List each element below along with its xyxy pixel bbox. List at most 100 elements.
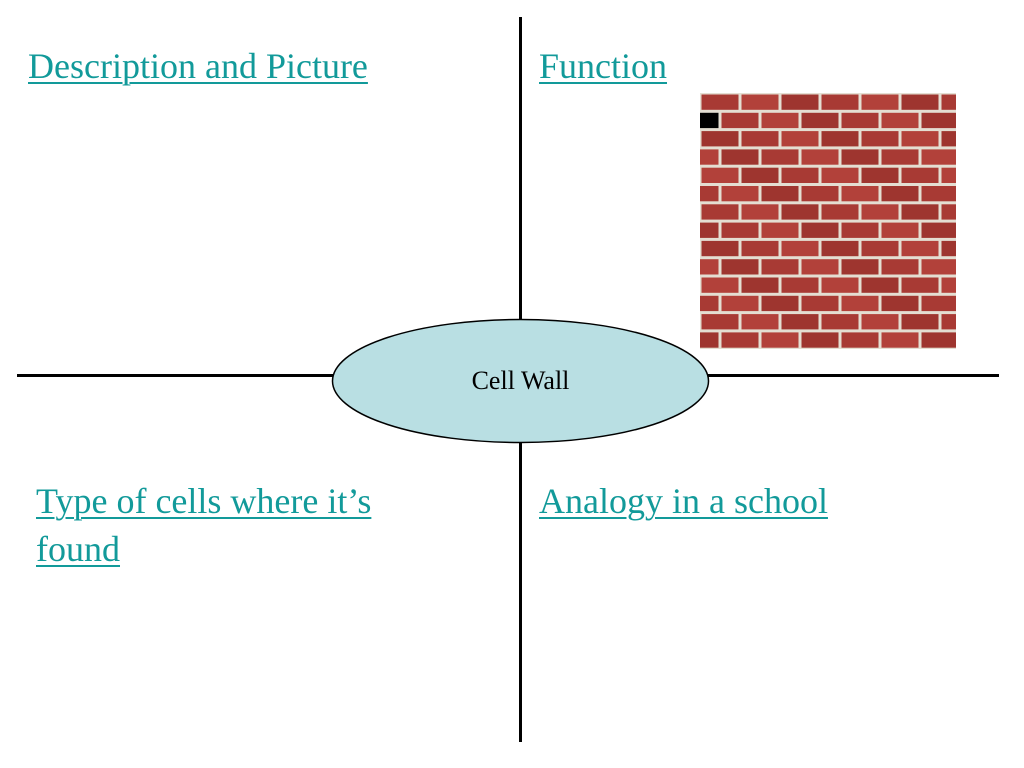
brick — [922, 186, 957, 201]
heading-analogy-in-a-school: Analogy in a school — [539, 477, 828, 525]
brick — [700, 149, 719, 164]
brick — [922, 149, 957, 164]
brick — [862, 131, 899, 146]
brick — [882, 113, 919, 128]
brick — [782, 241, 819, 256]
brick — [742, 204, 779, 219]
brick — [762, 259, 799, 274]
brick — [702, 241, 739, 256]
brick — [902, 168, 939, 183]
brick — [802, 296, 839, 311]
brick — [822, 95, 859, 110]
brick — [862, 278, 899, 293]
brick — [722, 186, 759, 201]
brick — [700, 259, 719, 274]
brick — [782, 131, 819, 146]
brick — [922, 296, 957, 311]
brick — [822, 278, 859, 293]
brick — [802, 186, 839, 201]
brick — [700, 223, 719, 238]
brick — [862, 95, 899, 110]
brick — [882, 149, 919, 164]
brick — [700, 113, 719, 128]
brick — [702, 278, 739, 293]
brick — [702, 204, 739, 219]
brick — [762, 223, 799, 238]
brick — [782, 95, 819, 110]
brick — [702, 131, 739, 146]
brick — [902, 278, 939, 293]
brick — [922, 223, 957, 238]
brick — [942, 131, 957, 146]
brick — [722, 296, 759, 311]
brick — [842, 259, 879, 274]
brick — [782, 204, 819, 219]
brick — [802, 149, 839, 164]
brick — [842, 149, 879, 164]
brick — [862, 241, 899, 256]
brick — [742, 168, 779, 183]
brick — [802, 113, 839, 128]
brick — [722, 332, 759, 347]
brick — [742, 314, 779, 329]
brick — [722, 113, 759, 128]
brick — [882, 332, 919, 347]
brick — [842, 296, 879, 311]
brick — [882, 186, 919, 201]
brick — [822, 204, 859, 219]
brick — [842, 332, 879, 347]
brick — [762, 186, 799, 201]
brick — [822, 314, 859, 329]
brick — [802, 223, 839, 238]
brick — [942, 95, 957, 110]
brick — [922, 332, 957, 347]
brick — [902, 204, 939, 219]
brick — [882, 296, 919, 311]
center-label-cell-wall: Cell Wall — [331, 318, 710, 444]
brick — [762, 332, 799, 347]
brick — [822, 241, 859, 256]
brick — [942, 314, 957, 329]
brick — [822, 168, 859, 183]
brick — [902, 314, 939, 329]
brick — [842, 113, 879, 128]
brick — [700, 186, 719, 201]
brick — [802, 259, 839, 274]
brick — [822, 131, 859, 146]
brick — [902, 95, 939, 110]
brick — [902, 241, 939, 256]
brick — [862, 314, 899, 329]
brick — [942, 168, 957, 183]
brick — [942, 278, 957, 293]
brick — [942, 241, 957, 256]
brick — [842, 223, 879, 238]
brick — [782, 314, 819, 329]
brick — [942, 204, 957, 219]
heading-type-of-cells: Type of cells where it’s found — [36, 477, 436, 573]
brick — [782, 168, 819, 183]
brick — [842, 186, 879, 201]
brick — [902, 131, 939, 146]
brick — [700, 296, 719, 311]
brick — [862, 168, 899, 183]
brick — [742, 278, 779, 293]
brick — [762, 296, 799, 311]
heading-function: Function — [539, 42, 667, 90]
brick — [802, 332, 839, 347]
brick — [922, 259, 957, 274]
brick-wall-image — [700, 93, 956, 349]
brick — [782, 278, 819, 293]
brick — [722, 149, 759, 164]
brick — [722, 259, 759, 274]
brick — [742, 95, 779, 110]
brick — [882, 259, 919, 274]
brick — [722, 223, 759, 238]
heading-description-and-picture: Description and Picture — [28, 42, 368, 90]
brick — [862, 204, 899, 219]
brick — [702, 168, 739, 183]
brick — [742, 241, 779, 256]
brick — [882, 223, 919, 238]
brick — [742, 131, 779, 146]
brick — [922, 113, 957, 128]
